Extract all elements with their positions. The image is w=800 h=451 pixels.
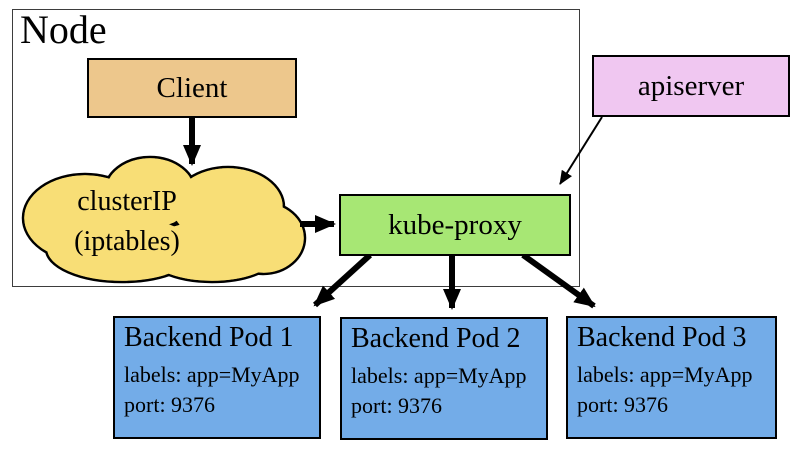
pod-port: port: 9376 bbox=[124, 392, 216, 417]
pod-title: Backend Pod 3 bbox=[577, 322, 747, 353]
node-label: Node bbox=[20, 7, 107, 52]
pod-labels: labels: app=MyApp bbox=[124, 362, 300, 387]
client-label: Client bbox=[156, 71, 228, 104]
kube-proxy-box: kube-proxy bbox=[339, 194, 571, 256]
clusterip-cloud-label: clusterIP (iptables) bbox=[42, 182, 212, 262]
apiserver-box: apiserver bbox=[592, 55, 790, 117]
client-box: Client bbox=[87, 58, 297, 118]
pod-port: port: 9376 bbox=[351, 393, 443, 418]
pod-port: port: 9376 bbox=[577, 392, 669, 417]
pod-title: Backend Pod 2 bbox=[351, 323, 521, 354]
backend-pod-3-box: Backend Pod 3 labels: app=MyApp port: 93… bbox=[566, 316, 777, 439]
kube-proxy-label: kube-proxy bbox=[388, 208, 522, 241]
backend-pod-1-box: Backend Pod 1 labels: app=MyApp port: 93… bbox=[113, 316, 321, 439]
pod-labels: labels: app=MyApp bbox=[577, 362, 753, 387]
pod-labels: labels: app=MyApp bbox=[351, 363, 527, 388]
backend-pod-2-box: Backend Pod 2 labels: app=MyApp port: 93… bbox=[340, 317, 548, 440]
apiserver-label: apiserver bbox=[637, 69, 745, 102]
iptables-line: (iptables) bbox=[74, 226, 180, 257]
clusterip-line: clusterIP bbox=[77, 186, 177, 217]
pod-title: Backend Pod 1 bbox=[124, 322, 294, 353]
